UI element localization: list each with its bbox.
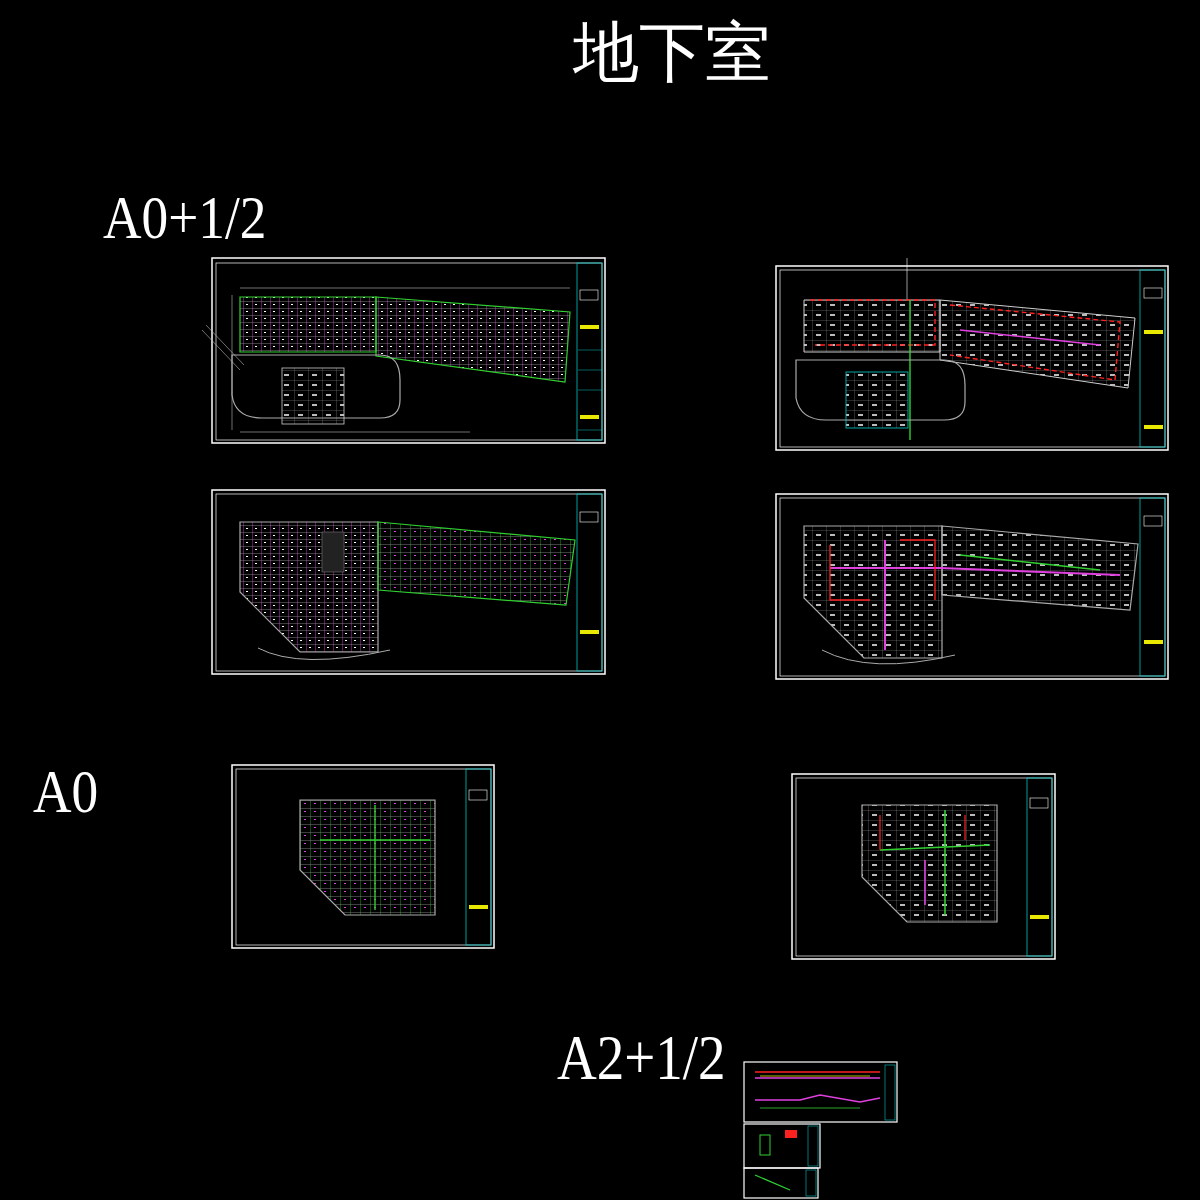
sheet <box>776 258 1168 450</box>
sheet-size-label: A0 <box>33 760 98 822</box>
page-title: 地下室 <box>573 20 771 86</box>
sheet <box>792 774 1055 959</box>
sheet-size-label: A0+1/2 <box>103 186 266 248</box>
sheet-size-label: A2+1/2 <box>557 1026 726 1090</box>
sheet <box>776 494 1168 679</box>
sheet <box>202 258 605 443</box>
sheet <box>744 1062 897 1198</box>
sheet <box>232 765 494 948</box>
sheet <box>212 490 605 674</box>
